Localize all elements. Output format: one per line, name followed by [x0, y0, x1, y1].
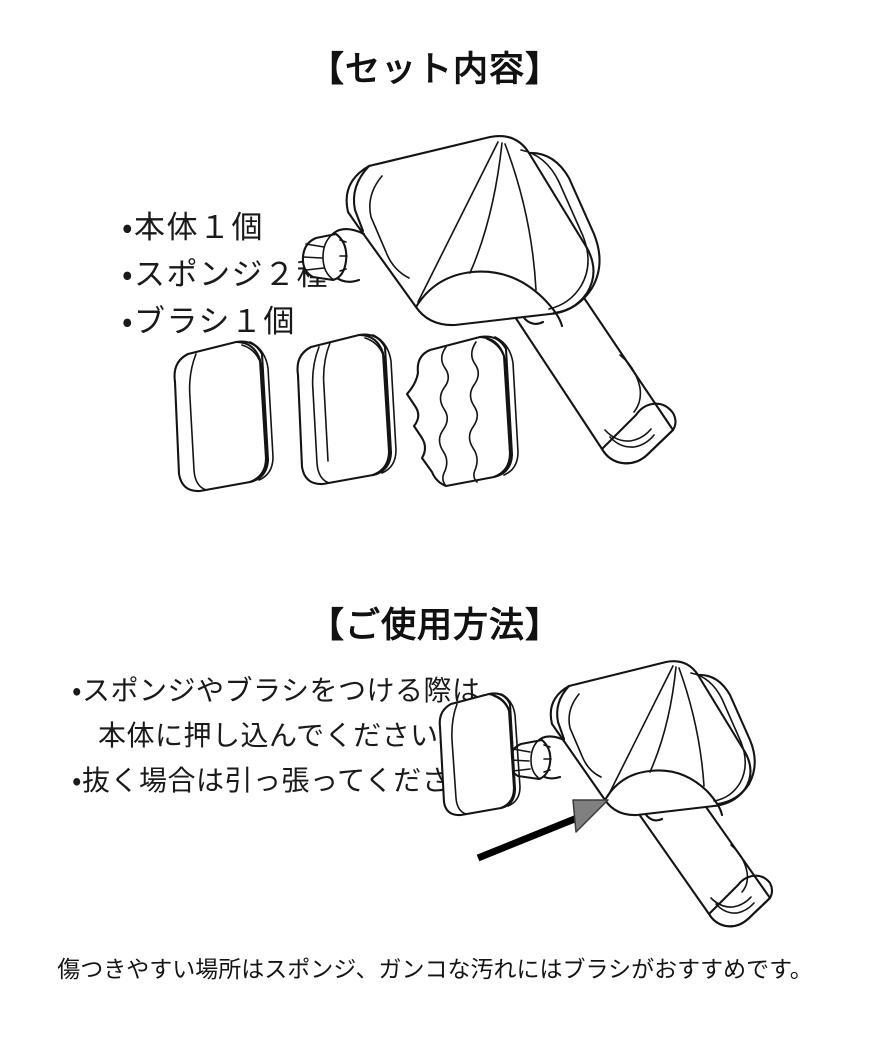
head-left-face	[556, 684, 571, 741]
head-right-face	[527, 151, 601, 315]
list-item: ・抜く場合は引っ張ってください。	[72, 765, 508, 796]
tool-illustration-usage	[508, 660, 774, 928]
sponge-pad-2	[296, 333, 397, 486]
tool-throat	[603, 769, 724, 817]
tool-head	[345, 135, 595, 327]
usage-list: ・スポンジやブラシをつける際は、 本体に押し込んでください。 ・抜く場合は引っ張…	[72, 668, 509, 803]
head-crease-b	[649, 666, 677, 773]
usage-illustration	[430, 640, 800, 928]
head-crease-a	[417, 141, 499, 303]
usage-heading: 【ご使用方法】	[308, 606, 561, 645]
head-right-face	[696, 673, 756, 806]
brush-texture-1	[438, 346, 450, 487]
brush-texture-2	[468, 341, 480, 483]
set-contents-list: ・本体１個 ・スポンジ２種 ・ブラシ１個	[122, 204, 329, 345]
set-contents-heading: 【セット内容】	[308, 50, 561, 89]
brush-pad	[405, 335, 519, 488]
arrow-head	[572, 799, 609, 833]
sponge-pad-1	[173, 340, 274, 493]
set-contents-illustration	[150, 130, 750, 500]
tool-throat	[414, 270, 564, 328]
tool-illustration	[301, 135, 677, 465]
push-direction-arrow	[476, 799, 609, 862]
head-crease-a	[607, 665, 674, 797]
head-crease-c	[504, 143, 537, 291]
list-item: 本体に押し込んでください。	[98, 720, 468, 751]
sponge-pad-attaching	[438, 692, 521, 817]
list-item: ・スポンジ２種	[122, 257, 330, 292]
handle-grip-bump	[619, 354, 642, 413]
head-left-face	[352, 164, 371, 233]
handle-end-cap	[707, 874, 774, 928]
head-crease-b	[469, 142, 503, 274]
head-crease-c	[678, 667, 705, 787]
list-item: ・ブラシ１個	[122, 304, 296, 339]
handle-end-cap	[600, 402, 677, 465]
handle-grip-bump	[730, 844, 749, 893]
list-item: ・スポンジやブラシをつける際は、	[72, 675, 509, 706]
footer-note: 傷つきやすい場所はスポンジ、ガンコな汚れにはブラシがおすすめです。	[57, 956, 813, 982]
list-item: ・本体１個	[122, 210, 265, 245]
